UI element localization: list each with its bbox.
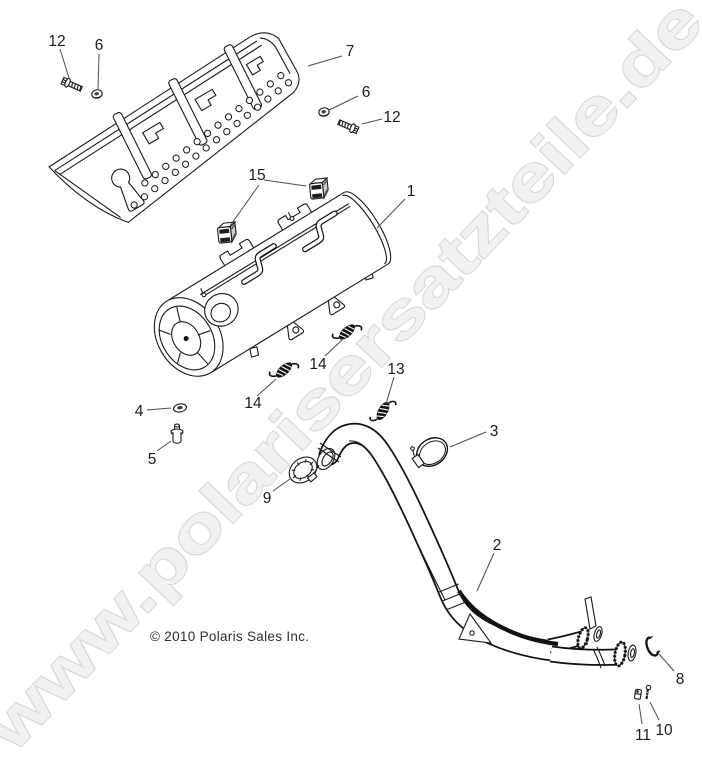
callout-3: 3 <box>490 423 499 440</box>
washer-left <box>90 88 104 100</box>
copyright-text: © 2010 Polaris Sales Inc. <box>150 629 309 644</box>
exhaust-clamp <box>410 437 449 469</box>
clip-nut <box>633 688 642 700</box>
callout-6-left: 6 <box>95 37 104 54</box>
callout-13: 13 <box>387 361 404 378</box>
rubber-mount-lower <box>216 221 238 245</box>
head-pipe <box>306 422 637 669</box>
exhaust-spring-right <box>368 394 398 428</box>
callout-14-lower: 14 <box>244 395 262 412</box>
callout-10: 10 <box>655 722 673 739</box>
heat-shield-perforations <box>130 72 293 209</box>
pipe-slip-joint-rings <box>439 583 466 611</box>
retaining-ring <box>645 635 661 657</box>
washer-right <box>317 106 331 118</box>
callout-2: 2 <box>493 537 502 554</box>
muffler-inlet-collar <box>204 293 239 327</box>
callout-11: 11 <box>635 727 651 744</box>
callout-5: 5 <box>148 451 157 468</box>
callout-7: 7 <box>346 43 355 60</box>
heat-shield <box>48 32 300 224</box>
pipe-outlet-upper <box>576 626 603 650</box>
pipe-outlet-lower <box>592 640 637 669</box>
rubber-mount-upper <box>308 177 330 201</box>
rivet <box>170 423 184 444</box>
callout-1: 1 <box>407 183 416 200</box>
callout-14-upper: 14 <box>309 356 327 373</box>
washer-small <box>173 403 187 413</box>
flange-bolt-left <box>60 75 84 94</box>
callout-6-right: 6 <box>362 84 371 101</box>
callout-labels: 12 6 7 6 12 15 1 14 13 14 4 5 9 3 2 8 10… <box>48 33 684 744</box>
flange-bolt-right <box>336 117 360 136</box>
callout-8: 8 <box>676 671 685 688</box>
muffler-hanger-rods <box>241 210 338 285</box>
screw-small <box>645 684 652 700</box>
leader-lines <box>59 48 675 725</box>
callout-12-left: 12 <box>48 33 65 50</box>
callout-9: 9 <box>263 490 272 507</box>
callout-15: 15 <box>248 167 265 184</box>
callout-12-right: 12 <box>383 109 400 126</box>
callout-4: 4 <box>135 403 144 420</box>
pipe-inlet-elbow <box>306 442 342 483</box>
muffler <box>153 191 392 377</box>
